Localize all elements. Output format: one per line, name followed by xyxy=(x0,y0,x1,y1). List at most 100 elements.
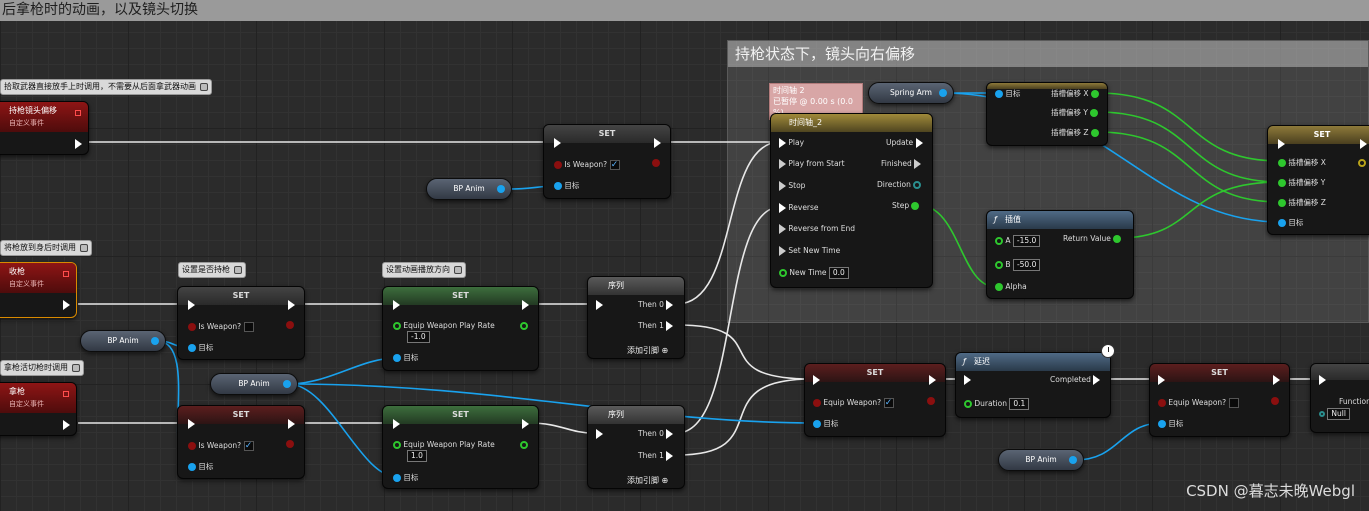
finished-pin[interactable]: Finished xyxy=(881,158,922,170)
b-pin[interactable]: B -50.0 xyxy=(995,259,1041,271)
comment-bubble[interactable]: 设置动画播放方向 xyxy=(382,262,466,278)
exec-in-pin[interactable] xyxy=(1158,374,1165,386)
variable-bp-anim[interactable]: BP Anim xyxy=(426,178,512,200)
exec-out-pin[interactable] xyxy=(1360,138,1367,150)
exec-out-pin[interactable] xyxy=(654,137,661,149)
is-weapon-pin[interactable]: Is Weapon? ✓ xyxy=(554,159,620,171)
exec-in-pin[interactable] xyxy=(393,418,400,430)
play-pin[interactable]: Play xyxy=(779,137,804,149)
then0-pin[interactable]: Then 0 xyxy=(638,299,674,311)
set-socket-offset-node[interactable]: SET 插槽偏移 X 插槽偏移 Y 插槽偏移 Z 目标 xyxy=(1267,125,1369,235)
alpha-pin[interactable]: Alpha xyxy=(995,281,1027,293)
comment-bubble[interactable]: 将枪放到身后时调用 xyxy=(0,240,92,256)
comment-bubble[interactable]: 拾取武器直接放手上时调用，不需要从后面拿武器动画 xyxy=(0,79,212,95)
exec-in-pin[interactable] xyxy=(596,428,603,440)
delegate-pin[interactable] xyxy=(75,107,81,119)
new-time-pin[interactable]: New Time 0.0 xyxy=(779,267,849,279)
socket-z-out-pin[interactable]: 插槽偏移 Z xyxy=(1051,127,1099,139)
variable-bp-anim[interactable]: BP Anim xyxy=(210,373,298,395)
exec-in-pin[interactable] xyxy=(393,299,400,311)
set-is-weapon-node[interactable]: SET Is Weapon? ✓ 目标 xyxy=(543,124,671,199)
bool-out-pin[interactable] xyxy=(652,157,660,169)
variable-spring-arm[interactable]: Spring Arm xyxy=(868,82,954,104)
exec-out-pin[interactable] xyxy=(63,419,70,431)
equip-weapon-checkbox[interactable] xyxy=(1228,398,1239,408)
target-pin[interactable]: 目标 xyxy=(188,342,213,354)
bool-out-pin[interactable] xyxy=(1271,395,1279,407)
timeline-node[interactable]: 时间轴_2 Play Play from Start Stop Reverse … xyxy=(770,113,933,288)
target-pin[interactable]: 目标 xyxy=(393,352,418,364)
then0-pin[interactable]: Then 0 xyxy=(638,428,674,440)
reverse-pin[interactable]: Reverse xyxy=(779,202,819,214)
play-from-start-pin[interactable]: Play from Start xyxy=(779,158,845,170)
socket-offset-getter-node[interactable]: 目标 插槽偏移 X 插槽偏移 Y 插槽偏移 Z xyxy=(986,82,1108,146)
exec-in-pin[interactable] xyxy=(813,374,820,386)
equip-weapon-checkbox[interactable]: ✓ xyxy=(883,398,894,408)
delegate-pin[interactable] xyxy=(63,388,69,400)
float-out-pin[interactable] xyxy=(520,320,528,332)
target-pin[interactable]: 目标 xyxy=(1278,217,1303,229)
target-pin[interactable]: 目标 xyxy=(188,461,213,473)
vector-out-pin[interactable] xyxy=(1358,157,1366,169)
target-pin[interactable]: 目标 xyxy=(393,472,418,484)
play-rate-pin[interactable]: Equip Weapon Play Rate xyxy=(393,320,495,332)
delegate-pin[interactable] xyxy=(63,268,69,280)
set-new-time-pin[interactable]: Set New Time xyxy=(779,245,840,257)
equip-weapon-pin[interactable]: Equip Weapon? xyxy=(1158,397,1239,409)
play-rate-value[interactable]: -1.0 xyxy=(407,331,430,343)
add-pin-button[interactable]: 添加引脚 ⊕ xyxy=(627,346,669,355)
then1-pin[interactable]: Then 1 xyxy=(638,320,674,332)
bool-out-pin[interactable] xyxy=(927,395,935,407)
event-node-camera-offset[interactable]: 持枪镜头偏移自定义事件 xyxy=(0,101,89,155)
bool-out-pin[interactable] xyxy=(286,319,294,331)
set-is-weapon-node[interactable]: SET Is Weapon? ✓ 目标 xyxy=(177,405,305,479)
equip-weapon-pin[interactable]: Equip Weapon? ✓ xyxy=(813,397,894,409)
step-pin[interactable]: Step xyxy=(892,200,920,212)
exec-in-pin[interactable] xyxy=(188,418,195,430)
target-pin[interactable]: 目标 xyxy=(995,88,1020,100)
exec-in-pin[interactable] xyxy=(554,137,561,149)
stop-pin[interactable]: Stop xyxy=(779,180,805,192)
is-weapon-pin[interactable]: Is Weapon? ✓ xyxy=(188,440,254,452)
exec-out-pin[interactable] xyxy=(63,299,70,311)
set-is-weapon-node[interactable]: SET Is Weapon? 目标 xyxy=(177,286,305,360)
sequence-node[interactable]: 序列 Then 0 Then 1 添加引脚 ⊕ xyxy=(587,405,685,489)
comment-bubble[interactable]: 设置是否持枪 xyxy=(178,262,246,278)
exec-in-pin[interactable] xyxy=(596,299,603,311)
bool-out-pin[interactable] xyxy=(286,438,294,450)
socket-x-pin[interactable]: 插槽偏移 X xyxy=(1278,157,1326,169)
target-pin[interactable]: 目标 xyxy=(813,418,838,430)
exec-out-pin[interactable] xyxy=(288,299,295,311)
set-play-rate-node[interactable]: SET Equip Weapon Play Rate -1.0 目标 xyxy=(382,286,539,371)
play-rate-value[interactable]: 1.0 xyxy=(407,450,427,462)
target-pin[interactable]: 目标 xyxy=(1158,418,1183,430)
exec-in-pin[interactable] xyxy=(1278,138,1285,150)
socket-x-out-pin[interactable]: 插槽偏移 X xyxy=(1051,88,1099,100)
direction-pin[interactable]: Direction xyxy=(877,179,922,191)
exec-out-pin[interactable] xyxy=(929,374,936,386)
add-pin-button[interactable]: 添加引脚 ⊕ xyxy=(627,476,669,485)
target-pin[interactable]: 目标 xyxy=(554,180,579,192)
is-weapon-checkbox[interactable] xyxy=(243,322,254,332)
play-rate-pin[interactable]: Equip Weapon Play Rate xyxy=(393,439,495,451)
exec-out-pin[interactable] xyxy=(522,299,529,311)
is-weapon-checkbox[interactable]: ✓ xyxy=(243,441,254,451)
variable-bp-anim[interactable]: BP Anim xyxy=(80,330,166,352)
is-weapon-pin[interactable]: Is Weapon? xyxy=(188,321,254,333)
comment-bubble[interactable]: 拿枪活切枪时调用 xyxy=(0,360,84,376)
exec-out-pin[interactable] xyxy=(75,138,82,150)
variable-bp-anim[interactable]: BP Anim xyxy=(998,449,1084,471)
exec-out-pin[interactable] xyxy=(288,418,295,430)
float-out-pin[interactable] xyxy=(520,439,528,451)
socket-z-pin[interactable]: 插槽偏移 Z xyxy=(1278,197,1326,209)
event-node-draw[interactable]: 拿枪自定义事件 xyxy=(0,382,77,436)
return-value-pin[interactable]: Return Value xyxy=(1063,233,1122,245)
exec-out-pin[interactable] xyxy=(1273,374,1280,386)
set-equip-weapon-node[interactable]: SET Equip Weapon? 目标 xyxy=(1149,363,1290,437)
exec-in-pin[interactable] xyxy=(188,299,195,311)
update-pin[interactable]: Update xyxy=(886,137,923,149)
sequence-node[interactable]: 序列 Then 0 Then 1 添加引脚 ⊕ xyxy=(587,276,685,359)
then1-pin[interactable]: Then 1 xyxy=(638,450,674,462)
a-pin[interactable]: A -15.0 xyxy=(995,235,1041,247)
